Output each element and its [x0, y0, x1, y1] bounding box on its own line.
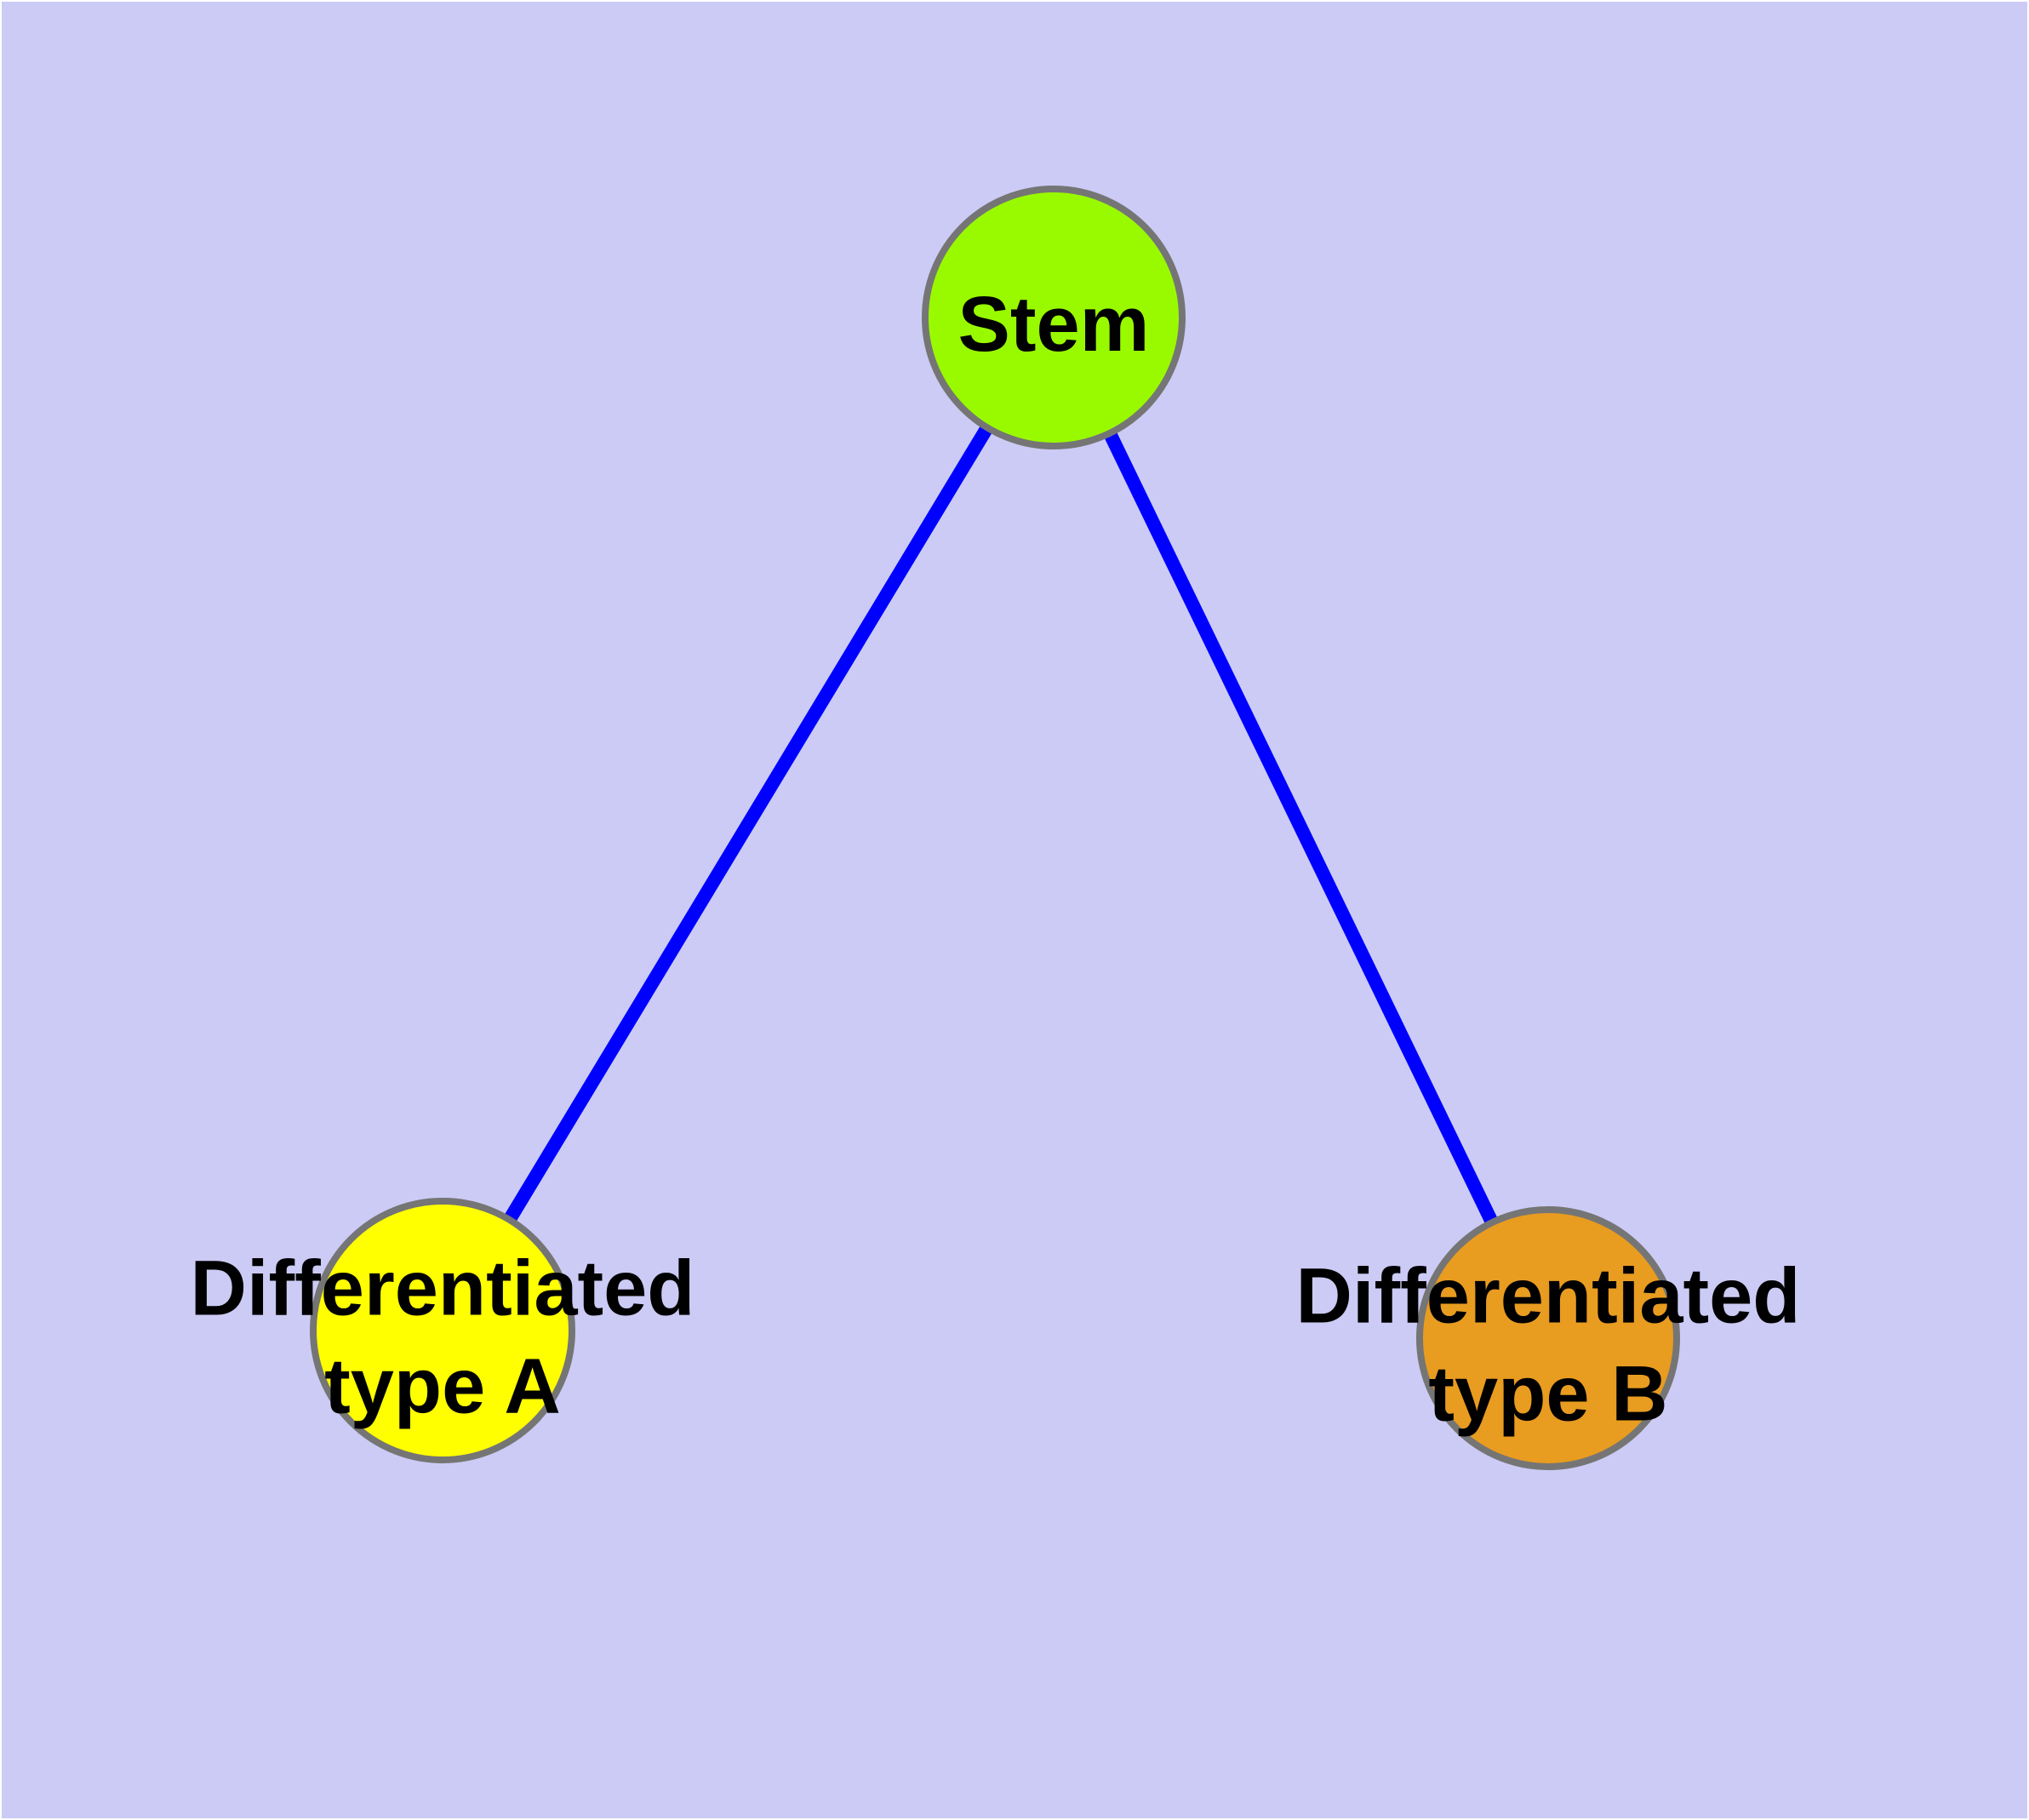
node-circle-stem	[922, 186, 1186, 449]
node-label-line: type B	[1428, 1351, 1667, 1438]
node-label-differentiated-type-a: Differentiated type A	[191, 1245, 695, 1430]
edge-stem-to-differentiated-type-a	[437, 313, 1060, 1335]
node-label-differentiated-type-b: Differentiated type B	[1296, 1253, 1801, 1438]
node-differentiated-type-a: Differentiated type A	[191, 1198, 695, 1463]
node-circle-differentiated-type-b	[1416, 1206, 1680, 1470]
node-stem: Stem	[922, 186, 1186, 449]
node-label-stem: Stem	[958, 281, 1150, 368]
node-circle-differentiated-type-a	[310, 1198, 575, 1463]
node-label-line: type A	[324, 1343, 561, 1430]
node-label-line: Differentiated	[1296, 1253, 1801, 1340]
node-label-line: Stem	[958, 281, 1150, 368]
edge-stem-to-differentiated-type-b	[1047, 314, 1555, 1342]
node-differentiated-type-b: Differentiated type B	[1296, 1206, 1801, 1470]
node-label-line: Differentiated	[191, 1245, 695, 1332]
